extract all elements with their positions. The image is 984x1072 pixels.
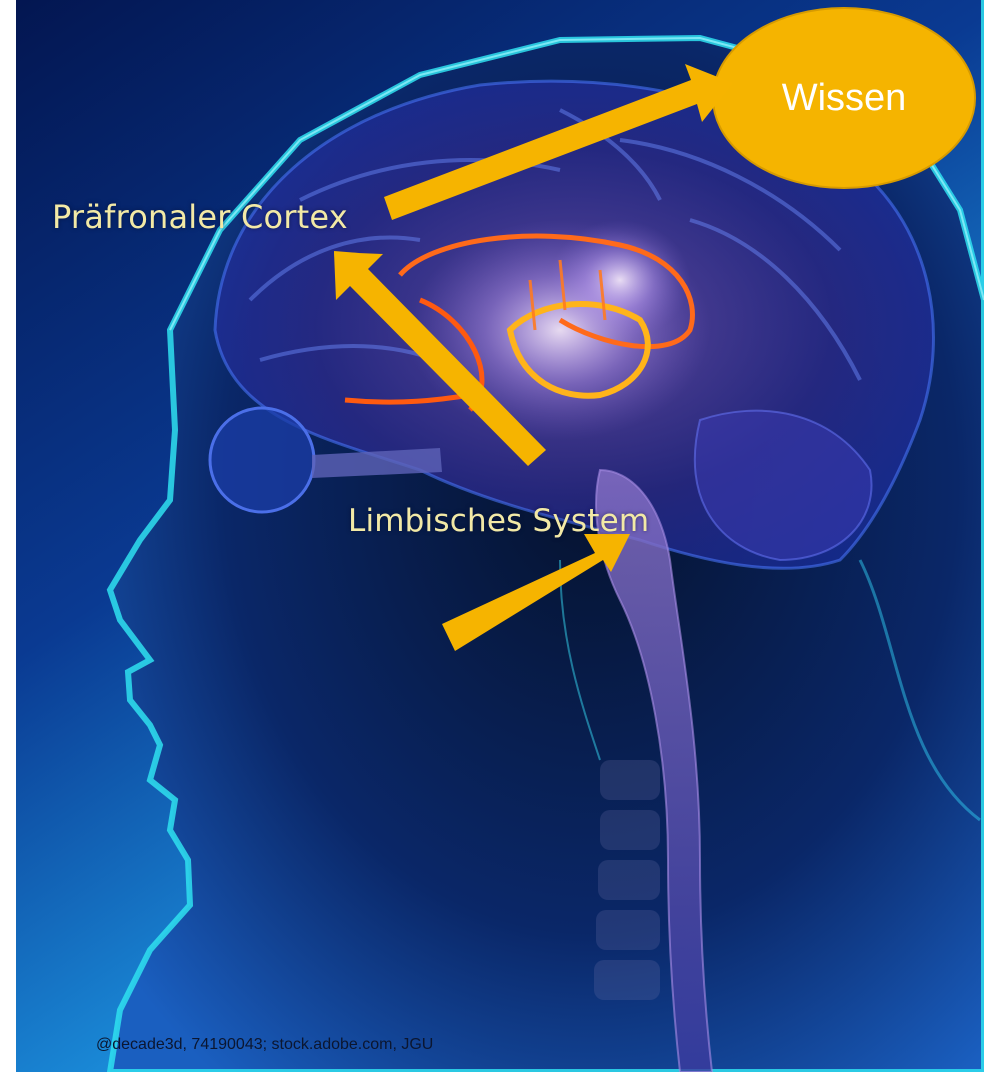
wissen-label: Wissen [712,70,976,126]
spine-icon [594,760,660,1000]
prefrontal-cortex-label: Präfronaler Cortex [52,198,348,236]
limbic-system-label: Limbisches System [348,503,649,539]
image-credit: @decade3d, 74190043; stock.adobe.com, JG… [96,1036,433,1054]
